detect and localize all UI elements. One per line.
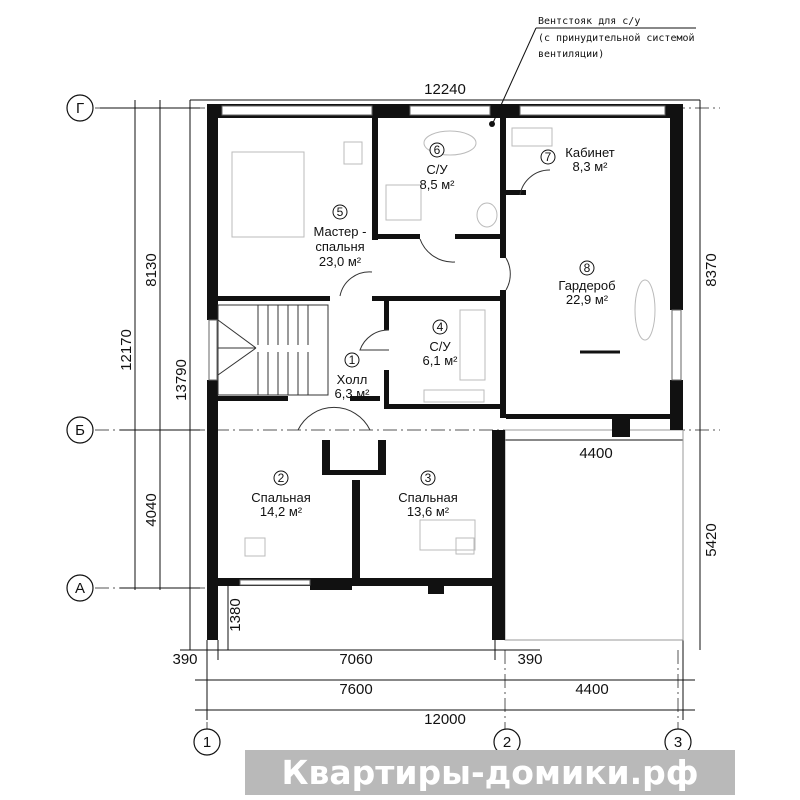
axis-label-b: Б (75, 422, 85, 439)
room-name: Спальная (251, 490, 310, 505)
room-1: 1 Холл 6,3 м² (335, 353, 371, 401)
axis-label-3: 3 (674, 734, 682, 751)
room-name: Мастер - (314, 224, 367, 239)
callout-line-1: Вентстояк для с/у (538, 16, 640, 27)
room-name: С/У (426, 162, 448, 177)
room-number: 7 (545, 150, 552, 164)
dim-bottom-b: 4400 (575, 681, 608, 698)
room-number: 1 (349, 353, 356, 367)
room-name: Спальная (398, 490, 457, 505)
room-number: 2 (278, 471, 285, 485)
room-area: 13,6 м² (407, 504, 450, 519)
room-number-circles (273, 142, 595, 486)
dim-bottom-right-offset: 390 (517, 651, 542, 668)
room-area: 14,2 м² (260, 504, 303, 519)
room-name: Гардероб (558, 278, 615, 293)
dim-bottom-total: 12000 (424, 711, 466, 728)
doors (297, 169, 551, 431)
room-3: 3 Спальная 13,6 м² (398, 471, 457, 519)
dimension-lines (100, 99, 701, 720)
room-7: 7 Кабинет 8,3 м² (545, 145, 615, 174)
dim-terrace-width: 4400 (579, 445, 612, 462)
watermark: Квартиры-домики.рф (245, 750, 735, 795)
room-number: 3 (425, 471, 432, 485)
room-name: Холл (337, 372, 368, 387)
dim-top: 12240 (424, 81, 466, 98)
room-2: 2 Спальная 14,2 м² (251, 471, 310, 519)
axis-label-g: Г (76, 100, 84, 117)
furniture (231, 127, 656, 557)
axis-markers (66, 94, 692, 756)
room-4: 4 С/У 6,1 м² (423, 320, 459, 368)
room-area: 23,0 м² (319, 254, 362, 269)
axis-label-a: А (75, 580, 85, 597)
room-area: 6,3 м² (335, 386, 371, 401)
room-number: 5 (337, 205, 344, 219)
dim-left-total: 12170 (118, 329, 135, 371)
room-area: 8,5 м² (420, 177, 456, 192)
room-number: 4 (437, 320, 444, 334)
dim-bottom-inner: 7060 (339, 651, 372, 668)
dim-bottom-a: 7600 (339, 681, 372, 698)
dim-left-porch: 1380 (227, 598, 244, 631)
dim-left-outer: 13790 (173, 359, 190, 401)
windows (208, 105, 682, 586)
dim-right-lower: 5420 (703, 523, 720, 556)
room-6: 6 С/У 8,5 м² (420, 143, 456, 192)
room-name: Кабинет (565, 145, 614, 160)
dim-left-lower: 4040 (143, 493, 160, 526)
room-name: С/У (429, 339, 451, 354)
room-area: 22,9 м² (566, 292, 609, 307)
room-area: 8,3 м² (573, 159, 609, 174)
room-name-line-2: спальня (315, 239, 364, 254)
dim-bottom-left-offset: 390 (172, 651, 197, 668)
room-area: 6,1 м² (423, 353, 459, 368)
dim-right-upper: 8370 (703, 253, 720, 286)
callout-leader (491, 27, 537, 126)
room-8: 8 Гардероб 22,9 м² (558, 261, 615, 307)
vent-riser-icon (489, 121, 495, 127)
staircase (217, 304, 329, 396)
axis-label-2: 2 (503, 734, 511, 751)
callout-line-3: вентиляции) (538, 49, 604, 60)
room-5: 5 Мастер - спальня 23,0 м² (314, 205, 367, 269)
callout-line-2: (с принудительной системой (538, 32, 695, 44)
axis-label-1: 1 (203, 734, 211, 751)
room-number: 6 (434, 143, 441, 157)
dim-left-upper: 8130 (143, 253, 160, 286)
room-number: 8 (584, 261, 591, 275)
